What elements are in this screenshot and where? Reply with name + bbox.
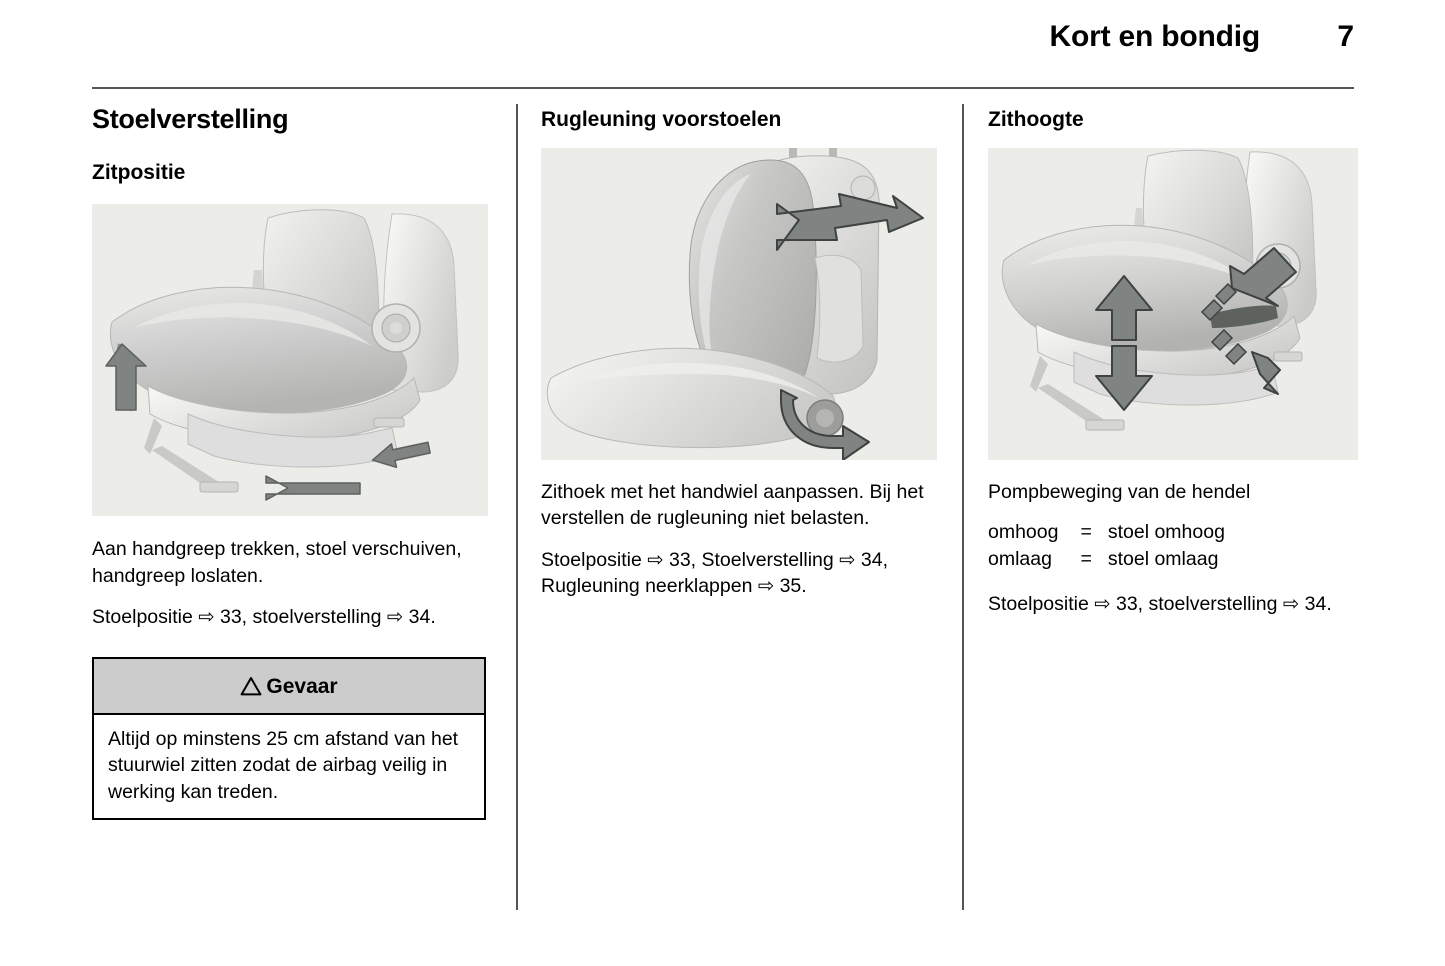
col3-text-block: Pompbeweging van de hendel omhoog = stoe… — [988, 479, 1358, 617]
figure-seat-position — [92, 204, 488, 517]
column-divider-1 — [516, 104, 518, 910]
chapter-title: Kort en bondig — [1049, 20, 1261, 53]
page-header: Kort en bondig 7 — [92, 20, 1355, 74]
column-seat-adjustment: Stoelverstelling Zitpositie — [92, 104, 488, 821]
warning-triangle-icon — [240, 677, 262, 696]
arrow-height-double — [1095, 275, 1153, 412]
header-divider-rule — [92, 87, 1354, 89]
warning-box-text: Altijd op minstens 25 cm afstand van het… — [108, 728, 459, 803]
figure-backrest-adjustment — [541, 148, 937, 461]
col2-paragraph-1: Zithoek met het handwiel aanpassen. Bij … — [541, 481, 924, 530]
column-seat-height: Zithoogte — [988, 104, 1358, 617]
warning-box-label: Gevaar — [266, 674, 338, 698]
pump-direction-list: omhoog = stoel omhoog omlaag = stoel oml… — [988, 519, 1225, 572]
three-column-layout: Stoelverstelling Zitpositie — [0, 104, 1445, 924]
page-title: Stoelverstelling — [92, 104, 289, 134]
warning-box-danger: Gevaar Altijd op minstens 25 cm afstand … — [92, 657, 486, 821]
figure-seat-height — [988, 148, 1358, 461]
col1-text-block: Aan handgreep trekken, stoel ver­schuive… — [92, 536, 488, 630]
col1-paragraph-2: Stoelpositie ⇨ 33, stoelverstelling ⇨ 34… — [92, 605, 436, 628]
page-number: 7 — [1337, 20, 1354, 53]
column-backrest: Rugleuning voorstoelen — [541, 104, 939, 599]
arrow-pump-down — [1210, 329, 1281, 396]
arrow-backrest-double — [776, 193, 924, 252]
deflist-key-omhoog: omhoog — [988, 521, 1059, 544]
arrow-up-handle — [105, 343, 147, 411]
section-title-rugleuning: Rugleuning voorstoelen — [541, 108, 782, 131]
arrow-knob-rotate — [780, 389, 870, 461]
column-divider-2 — [962, 104, 964, 910]
deflist-equals-omhoog: = — [1080, 521, 1092, 544]
warning-box-header: Gevaar — [94, 659, 484, 716]
deflist-equals-omlaag: = — [1080, 547, 1092, 570]
col3-paragraph-2: Stoelpositie ⇨ 33, stoelverstelling ⇨ 34… — [988, 593, 1332, 616]
deflist-key-omlaag: omlaag — [988, 547, 1052, 570]
deflist-row-omhoog: omhoog = stoel omhoog — [988, 519, 1225, 545]
col3-paragraph-1: Pompbeweging van de hendel — [988, 481, 1251, 504]
arrow-slide-forward — [371, 441, 431, 469]
col2-paragraph-2: Stoelpositie ⇨ 33, Stoelverstelling ⇨ 34… — [541, 548, 889, 598]
deflist-row-omlaag: omlaag = stoel omlaag — [988, 546, 1225, 572]
arrow-slide-backward — [265, 475, 361, 501]
subsection-title-zitpositie: Zitpositie — [92, 161, 186, 185]
col1-paragraph-1: Aan handgreep trekken, stoel ver­schuive… — [92, 538, 462, 587]
arrow-pump-up — [1200, 247, 1297, 322]
section-title-zithoogte: Zithoogte — [988, 108, 1084, 131]
col2-text-block: Zithoek met het handwiel aanpassen. Bij … — [541, 479, 939, 599]
deflist-value-omhoog: stoel omhoog — [1107, 521, 1225, 544]
deflist-value-omlaag: stoel omlaag — [1107, 547, 1219, 570]
